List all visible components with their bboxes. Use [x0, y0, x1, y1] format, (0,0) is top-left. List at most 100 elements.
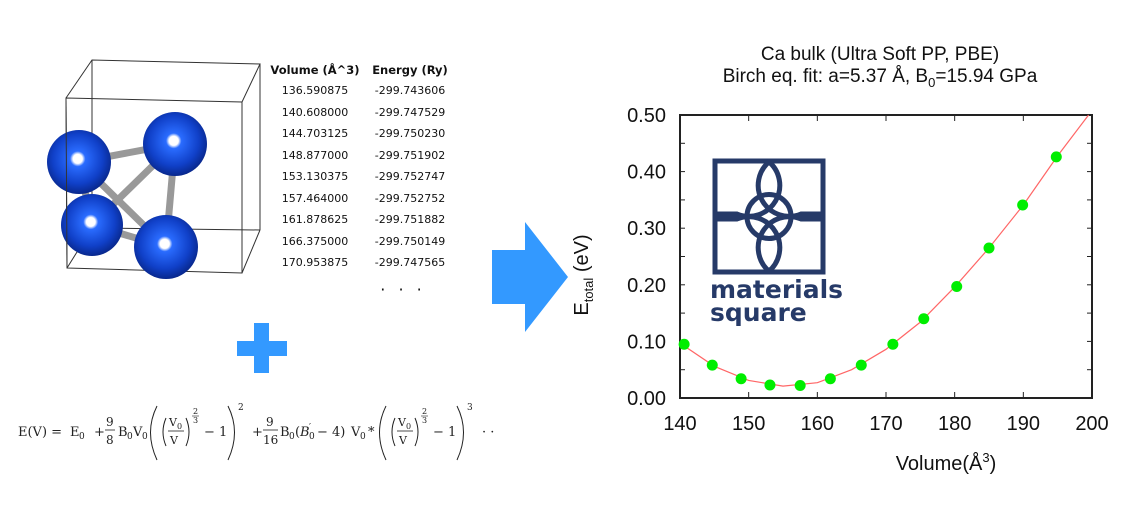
chart-title: Ca bulk (Ultra Soft PP, PBE) — [761, 44, 999, 65]
table-row: 144.703125 -299.750230 — [268, 123, 458, 145]
table-row: 140.608000-299.747529 — [268, 102, 458, 124]
y-tick-label: 0.00 — [627, 388, 666, 410]
svg-text:0: 0 — [127, 432, 133, 442]
energy-cell: -299.743606 — [374, 84, 446, 98]
y-tick-label: 0.50 — [627, 105, 666, 127]
energy-cell: -299.747529 — [374, 105, 446, 119]
svg-text:0: 0 — [309, 432, 315, 442]
atom — [47, 130, 111, 194]
plot-frame — [679, 114, 1093, 399]
logo-text-line2: square — [710, 298, 807, 327]
svg-text:0: 0 — [177, 422, 182, 431]
svg-text:V: V — [168, 416, 178, 429]
data-point — [794, 380, 806, 392]
svg-text:+: + — [94, 425, 105, 440]
svg-text:V: V — [132, 425, 143, 440]
svg-text:′: ′ — [309, 423, 311, 433]
data-point — [951, 280, 963, 292]
svg-text:− 4): − 4) — [317, 425, 345, 440]
energy-cell: -299.747565 — [374, 256, 446, 270]
x-tick-label: 190 — [1007, 413, 1040, 435]
data-point — [887, 338, 899, 350]
volume-energy-table: Volume (Å^3) Energy (Ry) 136.590875-299.… — [268, 60, 458, 299]
x-tick-label: 170 — [869, 413, 902, 435]
svg-text:16: 16 — [263, 433, 278, 447]
energy-cell: -299.750230 — [374, 127, 446, 141]
svg-text:9: 9 — [266, 415, 274, 429]
table-row: 170.953875 -299.747565 — [268, 252, 458, 274]
atom — [61, 194, 123, 256]
table-row: 136.590875-299.743606 — [268, 80, 458, 102]
volume-cell: 148.877000 — [281, 148, 349, 162]
svg-text:V: V — [397, 416, 407, 429]
svg-text:3: 3 — [422, 416, 427, 425]
svg-text:2: 2 — [238, 403, 244, 413]
volume-cell: 144.703125 — [281, 127, 349, 141]
svg-text:E(V) =: E(V) = — [18, 425, 62, 440]
svg-text:2: 2 — [193, 407, 198, 416]
svg-text:B: B — [118, 425, 128, 440]
fit-curve — [679, 114, 1090, 387]
table-row: 161.878625 -299.751882 — [268, 209, 458, 231]
svg-text:V: V — [398, 434, 408, 447]
energy-volume-chart: Ca bulk (Ultra Soft PP, PBE) Birch eq. f… — [571, 44, 1109, 475]
x-tick-label: 180 — [938, 413, 971, 435]
svg-text:B: B — [280, 425, 290, 440]
volume-cell: 161.878625 — [281, 213, 349, 227]
svg-text:− 1: − 1 — [433, 425, 456, 440]
table-row: 153.130375 -299.752747 — [268, 166, 458, 188]
data-point — [918, 313, 930, 325]
data-point — [983, 242, 995, 254]
data-point — [855, 359, 867, 371]
data-point — [735, 373, 747, 385]
materials-square-logo: materials square — [710, 158, 843, 327]
x-axis-label: Volume(Å3) — [896, 450, 997, 475]
svg-text:0: 0 — [406, 422, 411, 431]
table-row: 157.464000 -299.752752 — [268, 188, 458, 210]
atom — [143, 112, 207, 176]
svg-text:0: 0 — [360, 432, 366, 442]
svg-text:V: V — [169, 434, 179, 447]
energy-cell: -299.751902 — [374, 148, 446, 162]
svg-text:E: E — [70, 425, 80, 440]
energy-cell: -299.750149 — [374, 234, 446, 248]
chart-subtitle: Birch eq. fit: a=5.37 Å, B0=15.94 GPa — [723, 66, 1038, 90]
y-axis-label: Etotal (eV) — [571, 234, 596, 315]
energy-cell: -299.752752 — [374, 191, 446, 205]
svg-text:+: + — [252, 425, 263, 440]
volume-cell: 153.130375 — [281, 170, 349, 184]
energy-cell: -299.751882 — [374, 213, 446, 227]
arrow-right-icon — [492, 222, 568, 332]
data-point — [824, 373, 836, 385]
svg-text:3: 3 — [193, 416, 198, 425]
data-point — [1050, 151, 1062, 163]
svg-text:0: 0 — [142, 432, 148, 442]
x-tick-label: 140 — [663, 413, 696, 435]
data-point — [706, 359, 718, 371]
atom — [134, 215, 198, 279]
y-tick-label: 0.20 — [627, 275, 666, 297]
crystal-structure-image — [47, 59, 261, 279]
x-tick-label: 150 — [732, 413, 765, 435]
header-energy: Energy (Ry) — [372, 63, 448, 77]
svg-text:*: * — [368, 425, 375, 440]
data-point — [764, 379, 776, 391]
y-tick-label: 0.30 — [627, 218, 666, 240]
svg-text:3: 3 — [467, 403, 473, 413]
svg-text:· · ·: · · · — [482, 425, 494, 440]
x-tick-label: 160 — [801, 413, 834, 435]
svg-text:0: 0 — [79, 432, 85, 442]
svg-text:V: V — [350, 425, 361, 440]
svg-text:(: ( — [295, 425, 300, 440]
energy-cell: -299.752747 — [374, 170, 446, 184]
volume-cell: 157.464000 — [281, 191, 349, 205]
header-volume: Volume (Å^3) — [270, 63, 360, 77]
data-point — [1017, 199, 1029, 211]
svg-text:8: 8 — [106, 433, 114, 447]
table-row: 148.877000 -299.751902 — [268, 145, 458, 167]
volume-cell: 170.953875 — [281, 256, 349, 270]
svg-text:0: 0 — [289, 432, 295, 442]
plus-icon — [237, 323, 287, 373]
svg-text:− 1: − 1 — [204, 425, 227, 440]
